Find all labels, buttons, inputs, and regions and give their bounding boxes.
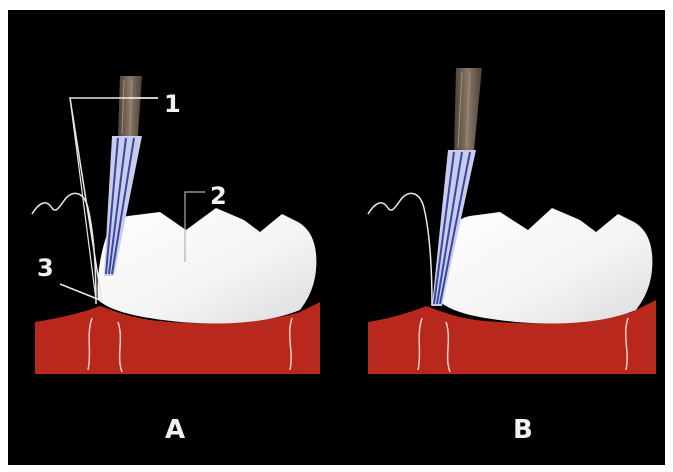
tooth-crown-a: [97, 208, 316, 324]
tooth-crown-b: [437, 208, 652, 324]
panel-b: B: [368, 68, 656, 445]
callout-1-leader-b: [70, 98, 96, 300]
callout-label-3: 3: [37, 254, 54, 282]
panel-label-a: A: [165, 415, 185, 445]
callout-label-2: 2: [210, 182, 227, 210]
callout-label-1: 1: [164, 90, 181, 118]
panel-a: 1 2 3 A: [32, 76, 320, 445]
panel-label-b: B: [513, 415, 533, 445]
sulcus-line-b: [368, 193, 432, 306]
sulcus-line-a: [32, 193, 96, 304]
